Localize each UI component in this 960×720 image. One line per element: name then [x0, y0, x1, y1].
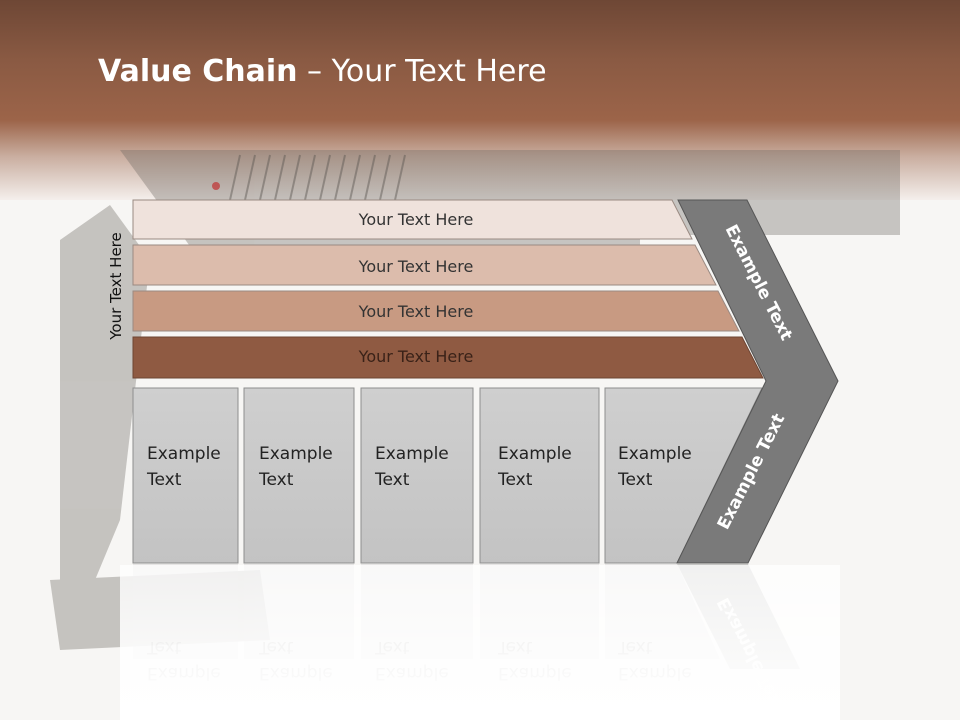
column-4: Example Text: [479, 387, 600, 564]
title-rest: – Your Text Here: [297, 54, 547, 89]
reflection-fade: [120, 565, 840, 720]
column-2-line1: Example: [259, 444, 333, 464]
column-5: Example Text: [604, 387, 763, 564]
header-band: [0, 0, 960, 200]
bar-3: Your Text Here: [132, 290, 740, 332]
column-2-box: [243, 387, 355, 564]
column-1-line1: Example: [147, 444, 221, 464]
column-1-line2: Text: [146, 470, 182, 490]
bar-1: Your Text Here: [132, 199, 693, 240]
bar-4: Your Text Here: [132, 336, 764, 379]
column-3-line2: Text: [374, 470, 410, 490]
bar-1-label: Your Text Here: [358, 210, 474, 229]
bar-3-label: Your Text Here: [358, 302, 474, 321]
column-3-box: [360, 387, 474, 564]
column-4-line1: Example: [498, 444, 572, 464]
column-4-line2: Text: [497, 470, 533, 490]
bar-3-shape: [132, 290, 740, 332]
title-bold: Value Chain: [98, 54, 298, 89]
column-3: Example Text: [360, 387, 474, 564]
bar-2-label: Your Text Here: [358, 257, 474, 276]
bar-1-shape: [132, 199, 693, 240]
column-5-line1: Example: [618, 444, 692, 464]
column-5-line2: Text: [617, 470, 653, 490]
chevron-shape: [676, 199, 839, 564]
bar-2-shape: [132, 244, 717, 286]
bar-4-label: Your Text Here: [358, 347, 474, 366]
bar-2: Your Text Here: [132, 244, 717, 286]
column-3-line1: Example: [375, 444, 449, 464]
column-1-box: [132, 387, 239, 564]
bar-4-shape: [132, 336, 764, 379]
column-4-box: [479, 387, 600, 564]
page-title: Value Chain – Your Text Here: [98, 54, 547, 89]
column-1: Example Text: [132, 387, 239, 564]
column-2-line2: Text: [258, 470, 294, 490]
column-2: Example Text: [243, 387, 355, 564]
